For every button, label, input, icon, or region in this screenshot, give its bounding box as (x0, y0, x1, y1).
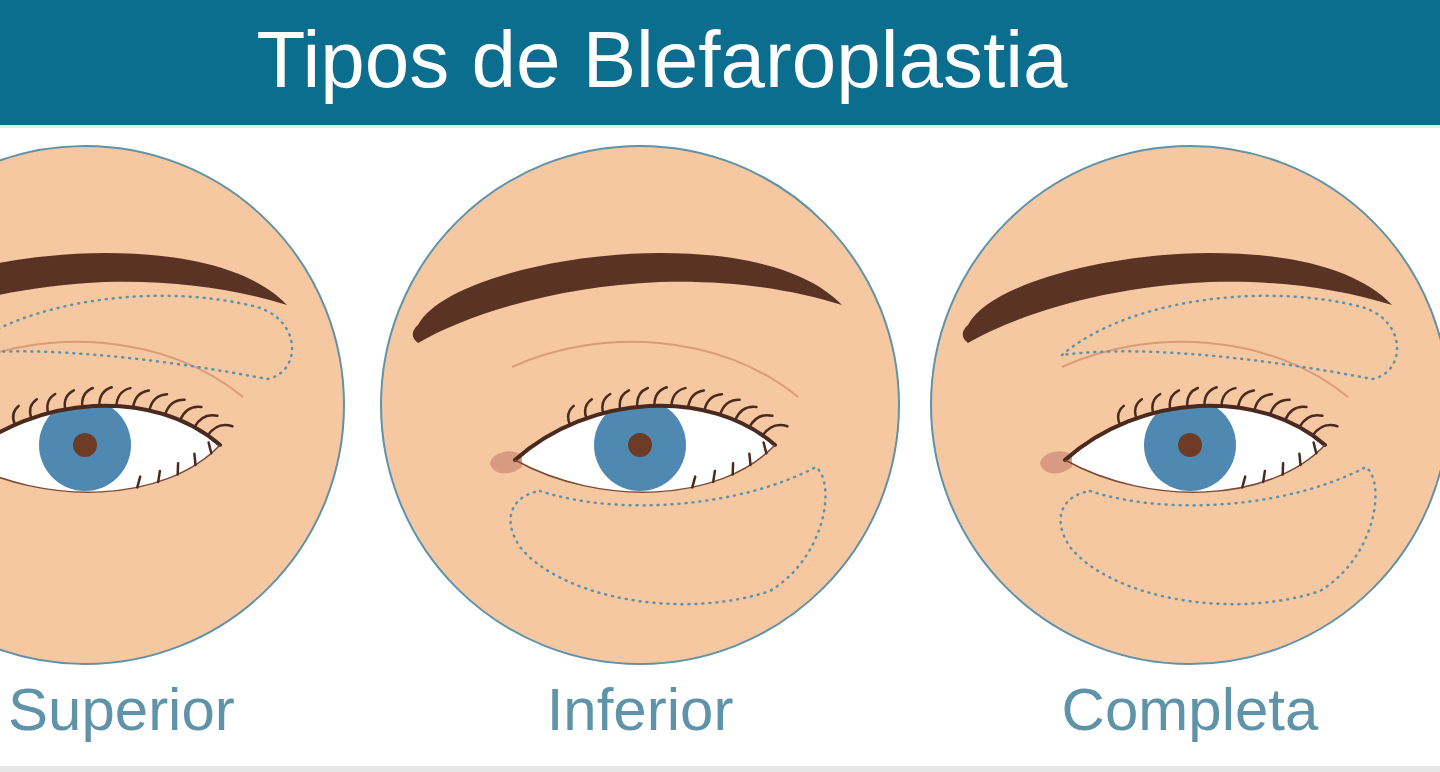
eyelashes (1118, 387, 1337, 487)
tear-duct (490, 451, 522, 473)
upper-lid (0, 406, 220, 460)
eye-circle: Superior (0, 145, 345, 765)
eyebrow (0, 253, 287, 343)
eyelashes (568, 387, 787, 487)
type-label: Superior (8, 675, 235, 745)
eyebrow (963, 253, 1392, 343)
eyelashes (13, 387, 232, 487)
eye-circle: Completa (930, 145, 1440, 765)
lower-lid (0, 445, 220, 492)
eye-drawing (0, 145, 345, 665)
lower-lid (515, 445, 775, 492)
pupil (1178, 433, 1202, 457)
upper-region-outline (0, 296, 292, 379)
upper-lid (1065, 406, 1325, 460)
eyelid-crease (1062, 342, 1348, 397)
eye-illustration (963, 253, 1397, 604)
type-label: Inferior (547, 675, 734, 745)
eye-illustration (413, 253, 842, 604)
lower-region-outline (1061, 467, 1376, 604)
pupil (73, 433, 97, 457)
title: Tipos de Blefaroplastia (257, 12, 1068, 108)
title-band (0, 0, 1440, 125)
eye-drawing (380, 145, 900, 665)
type-label: Completa (1062, 675, 1319, 745)
eye-illustration (0, 253, 292, 492)
band-edge (0, 125, 1440, 128)
bottom-rule (0, 766, 1440, 772)
face-circle (931, 146, 1440, 664)
face-circle (381, 146, 899, 664)
upper-region-outline (1062, 296, 1397, 379)
face-circle (0, 146, 344, 664)
eyebrow (413, 253, 842, 343)
upper-lid (515, 406, 775, 460)
lower-region-outline (511, 467, 826, 604)
eyelid-crease (512, 342, 798, 397)
lower-lid (1065, 445, 1325, 492)
tear-duct (1040, 451, 1072, 473)
eye-drawing (930, 145, 1440, 665)
pupil (628, 433, 652, 457)
eye-circle: Inferior (380, 145, 900, 765)
